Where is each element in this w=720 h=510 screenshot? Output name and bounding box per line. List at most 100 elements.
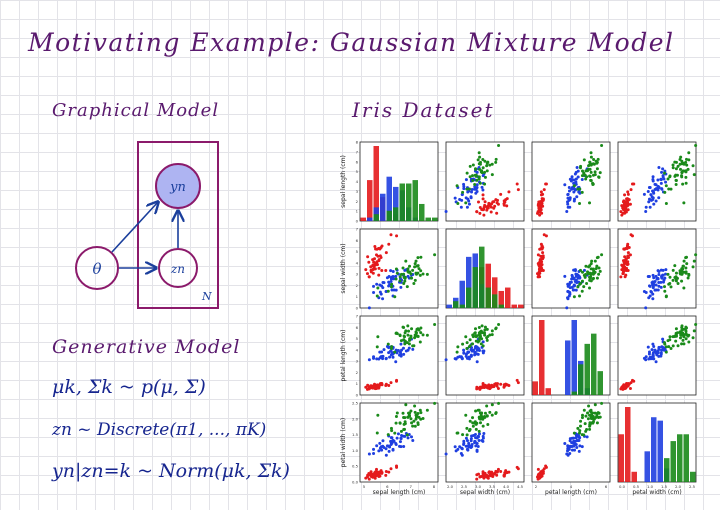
scatter-point: [581, 413, 585, 417]
scatter-point: [387, 284, 391, 288]
scatter-point: [394, 267, 398, 271]
scatter-point: [575, 166, 579, 170]
scatter-point: [591, 162, 595, 166]
scatter-point: [694, 323, 698, 327]
scatter-point: [681, 338, 685, 342]
scatter-point: [569, 280, 573, 284]
y-tick-label: 0.0: [352, 480, 359, 485]
scatter-point: [572, 277, 576, 281]
scatter-point: [491, 200, 495, 204]
scatter-point: [621, 200, 625, 204]
scatter-point: [485, 404, 489, 408]
scatter-point: [389, 439, 393, 443]
scatter-point: [475, 441, 479, 445]
scatter-point: [409, 417, 413, 421]
scatter-point: [585, 175, 589, 179]
scatter-point: [480, 171, 484, 175]
scatter-point: [679, 336, 683, 340]
scatter-point: [647, 200, 651, 204]
scatter-point: [456, 447, 460, 451]
scatter-point: [455, 431, 459, 435]
scatter-point: [476, 158, 480, 162]
scatter-point: [387, 275, 391, 279]
scatter-point: [425, 272, 429, 276]
scatter-point: [394, 274, 398, 278]
scatter-point: [659, 351, 663, 355]
scatter-point: [415, 264, 419, 268]
scatter-point: [664, 272, 668, 276]
scatter-point: [419, 331, 423, 335]
scatter-point: [568, 205, 572, 209]
x-axis-label: sepal length (cm): [373, 489, 426, 496]
scatter-point: [663, 171, 667, 175]
x-tick-label: 4.5: [517, 484, 524, 489]
scatter-point: [692, 259, 696, 263]
scatter-point: [570, 448, 574, 452]
scatter-point: [575, 273, 579, 277]
scatter-point: [539, 208, 543, 212]
node-theta: [75, 246, 119, 290]
scatter-point: [623, 385, 627, 389]
scatter-point: [391, 355, 395, 359]
scatter-point: [384, 269, 388, 273]
scatter-point: [586, 270, 590, 274]
scatter-point: [577, 190, 581, 194]
scatter-point: [401, 266, 405, 270]
scatter-point: [455, 184, 459, 188]
scatter-point: [399, 342, 403, 346]
scatter-point: [483, 170, 487, 174]
scatter-point: [413, 262, 417, 266]
scatter-point: [384, 473, 388, 477]
scatter-point: [490, 413, 494, 417]
scatter-point: [626, 268, 630, 272]
scatter-point: [411, 344, 415, 348]
scatter-point: [394, 443, 398, 447]
scatter-point: [657, 269, 661, 273]
scatter-point: [468, 344, 472, 348]
x-axis-label: petal width (cm): [632, 489, 681, 496]
scatter-point: [569, 444, 573, 448]
histogram-bar: [511, 304, 517, 308]
scatter-point: [668, 174, 672, 178]
scatter-point: [480, 337, 484, 341]
scatter-point: [499, 382, 503, 386]
scatter-point: [416, 421, 420, 425]
scatter-point: [667, 345, 671, 349]
scatter-point: [475, 345, 479, 349]
scatter-point: [481, 340, 485, 344]
scatter-point: [497, 323, 501, 327]
scatter-point: [402, 326, 406, 330]
scatter-point: [406, 415, 410, 419]
scatter-point: [692, 329, 696, 333]
scatter-point: [650, 348, 654, 352]
scatter-point: [475, 360, 479, 364]
histogram-bar: [425, 217, 431, 221]
scatter-point: [387, 470, 391, 474]
y-axis-label: sepal width (cm): [340, 243, 347, 293]
scatter-point: [465, 341, 469, 345]
scatter-point: [384, 447, 388, 451]
scatter-point: [459, 355, 463, 359]
y-axis-label: sepal length (cm): [340, 155, 347, 208]
scatter-point: [477, 347, 481, 351]
scatter-point: [481, 344, 485, 348]
histogram-bar: [386, 210, 392, 221]
scatter-point: [579, 281, 583, 285]
scatter-point: [540, 211, 544, 215]
scatter-point: [598, 269, 602, 273]
x-tick-label: 8: [433, 484, 436, 489]
scatter-point: [623, 202, 627, 206]
histogram-bar: [485, 287, 491, 308]
scatter-point: [542, 188, 546, 192]
scatter-point: [412, 281, 416, 285]
scatter-point: [669, 285, 673, 289]
scatter-point: [381, 445, 385, 449]
y-tick-label: 1: [356, 209, 359, 214]
x-tick-label: 2.0: [675, 484, 682, 489]
scatter-point: [480, 438, 484, 442]
scatter-point: [657, 284, 661, 288]
scatter-point: [597, 266, 601, 270]
scatter-point: [493, 204, 497, 208]
scatter-point: [600, 253, 604, 257]
pairplot-cell: [359, 141, 439, 222]
